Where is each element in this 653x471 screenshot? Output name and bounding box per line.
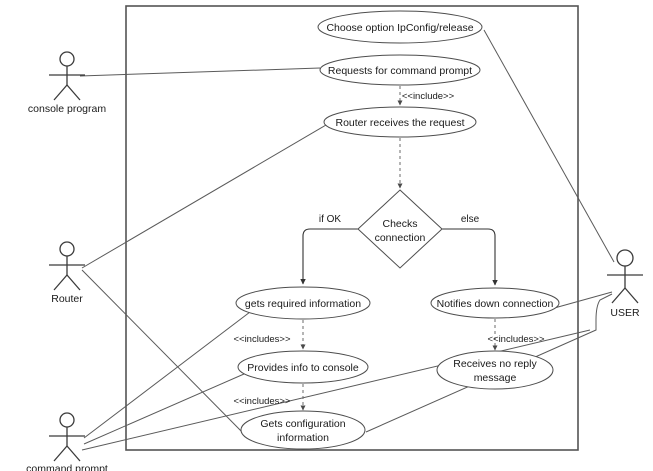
- use-case-label-line-2: information: [277, 432, 329, 444]
- decision-diamond[interactable]: [357, 189, 443, 269]
- include-stereotype-label-3: <<includes>>: [487, 334, 544, 345]
- use-case-ellipse[interactable]: [317, 10, 483, 44]
- actor-console-program[interactable]: console program: [28, 51, 106, 115]
- actor-command-prompt[interactable]: command prompt: [26, 412, 108, 471]
- association-console-program-to-requests: [79, 67, 321, 77]
- actor-leg-left-icon: [611, 287, 626, 304]
- actor-head-icon: [59, 241, 75, 257]
- decision-checks-connection[interactable]: Checks connection: [357, 189, 443, 269]
- actor-label: command prompt: [26, 463, 108, 471]
- flow-else-branch: [442, 228, 498, 286]
- actor-label: console program: [28, 103, 106, 115]
- use-case-ellipse[interactable]: [319, 54, 481, 86]
- actor-head-icon: [59, 51, 75, 67]
- actor-head-icon: [616, 249, 634, 267]
- use-case-gets-required-information[interactable]: gets required information: [235, 286, 371, 320]
- association-command-prompt-to-user-line: [81, 329, 591, 451]
- use-case-choose-option[interactable]: Choose option IpConfig/release: [317, 10, 483, 44]
- include-stereotype-label-2: <<includes>>: [233, 334, 290, 345]
- use-case-requests-command-prompt[interactable]: Requests for command prompt: [319, 54, 481, 86]
- actor-leg-right-icon: [66, 84, 81, 101]
- association-user-to-gets-configuration: [365, 293, 613, 433]
- association-user-to-choose-option: [483, 29, 615, 263]
- use-case-label: gets required information: [245, 298, 361, 310]
- use-case-label: Requests for command prompt: [328, 65, 472, 77]
- use-case-label: Router receives the request: [336, 117, 465, 129]
- include-stereotype-label-1: <<include>>: [402, 91, 455, 102]
- use-case-ellipse[interactable]: [323, 106, 477, 138]
- actor-leg-right-icon: [66, 445, 81, 462]
- use-case-gets-configuration-information[interactable]: Gets configuration information: [240, 410, 366, 450]
- actor-router[interactable]: Router: [49, 241, 85, 305]
- actor-label: Router: [51, 293, 83, 305]
- actor-leg-right-icon: [66, 274, 81, 291]
- use-case-label-line-1: Gets configuration: [260, 418, 345, 430]
- association-command-prompt-to-provides-info: [83, 373, 245, 445]
- use-case-label: Provides info to console: [247, 362, 359, 374]
- use-case-router-receives-request[interactable]: Router receives the request: [323, 106, 477, 138]
- use-case-label: Notifies down connection: [437, 298, 554, 310]
- decision-label-line-2: connection: [375, 232, 426, 244]
- actor-label: USER: [610, 307, 640, 319]
- actor-leg-left-icon: [53, 274, 68, 291]
- system-boundary-box: [125, 5, 579, 451]
- actor-leg-left-icon: [53, 445, 68, 462]
- decision-label-line-1: Checks: [382, 218, 417, 230]
- use-case-ellipse[interactable]: [237, 350, 369, 384]
- use-case-label-line-1: Receives no reply: [453, 358, 537, 370]
- actor-leg-right-icon: [624, 287, 639, 304]
- use-case-ellipse[interactable]: [436, 350, 554, 390]
- use-case-ellipse[interactable]: [240, 410, 366, 450]
- actor-leg-left-icon: [53, 84, 68, 101]
- association-router-to-router-receives: [81, 124, 327, 269]
- include-stereotype-label-4: <<includes>>: [233, 396, 290, 407]
- association-router-to-gets-configuration: [81, 269, 247, 437]
- flow-if-ok-branch: [300, 228, 358, 285]
- use-case-label-line-2: message: [474, 372, 517, 384]
- use-case-provides-info-to-console[interactable]: Provides info to console: [237, 350, 369, 384]
- actor-head-icon: [59, 412, 75, 428]
- guard-label-if-ok: if OK: [319, 214, 342, 225]
- use-case-notifies-down-connection[interactable]: Notifies down connection: [430, 287, 560, 319]
- association-command-prompt-to-gets-required: [83, 311, 251, 439]
- use-case-label: Choose option IpConfig/release: [326, 22, 473, 34]
- guard-label-else: else: [461, 214, 480, 225]
- use-case-receives-no-reply-message[interactable]: Receives no reply message: [436, 350, 554, 390]
- use-case-ellipse[interactable]: [430, 287, 560, 319]
- actor-user[interactable]: USER: [607, 249, 643, 319]
- use-case-ellipse[interactable]: [235, 286, 371, 320]
